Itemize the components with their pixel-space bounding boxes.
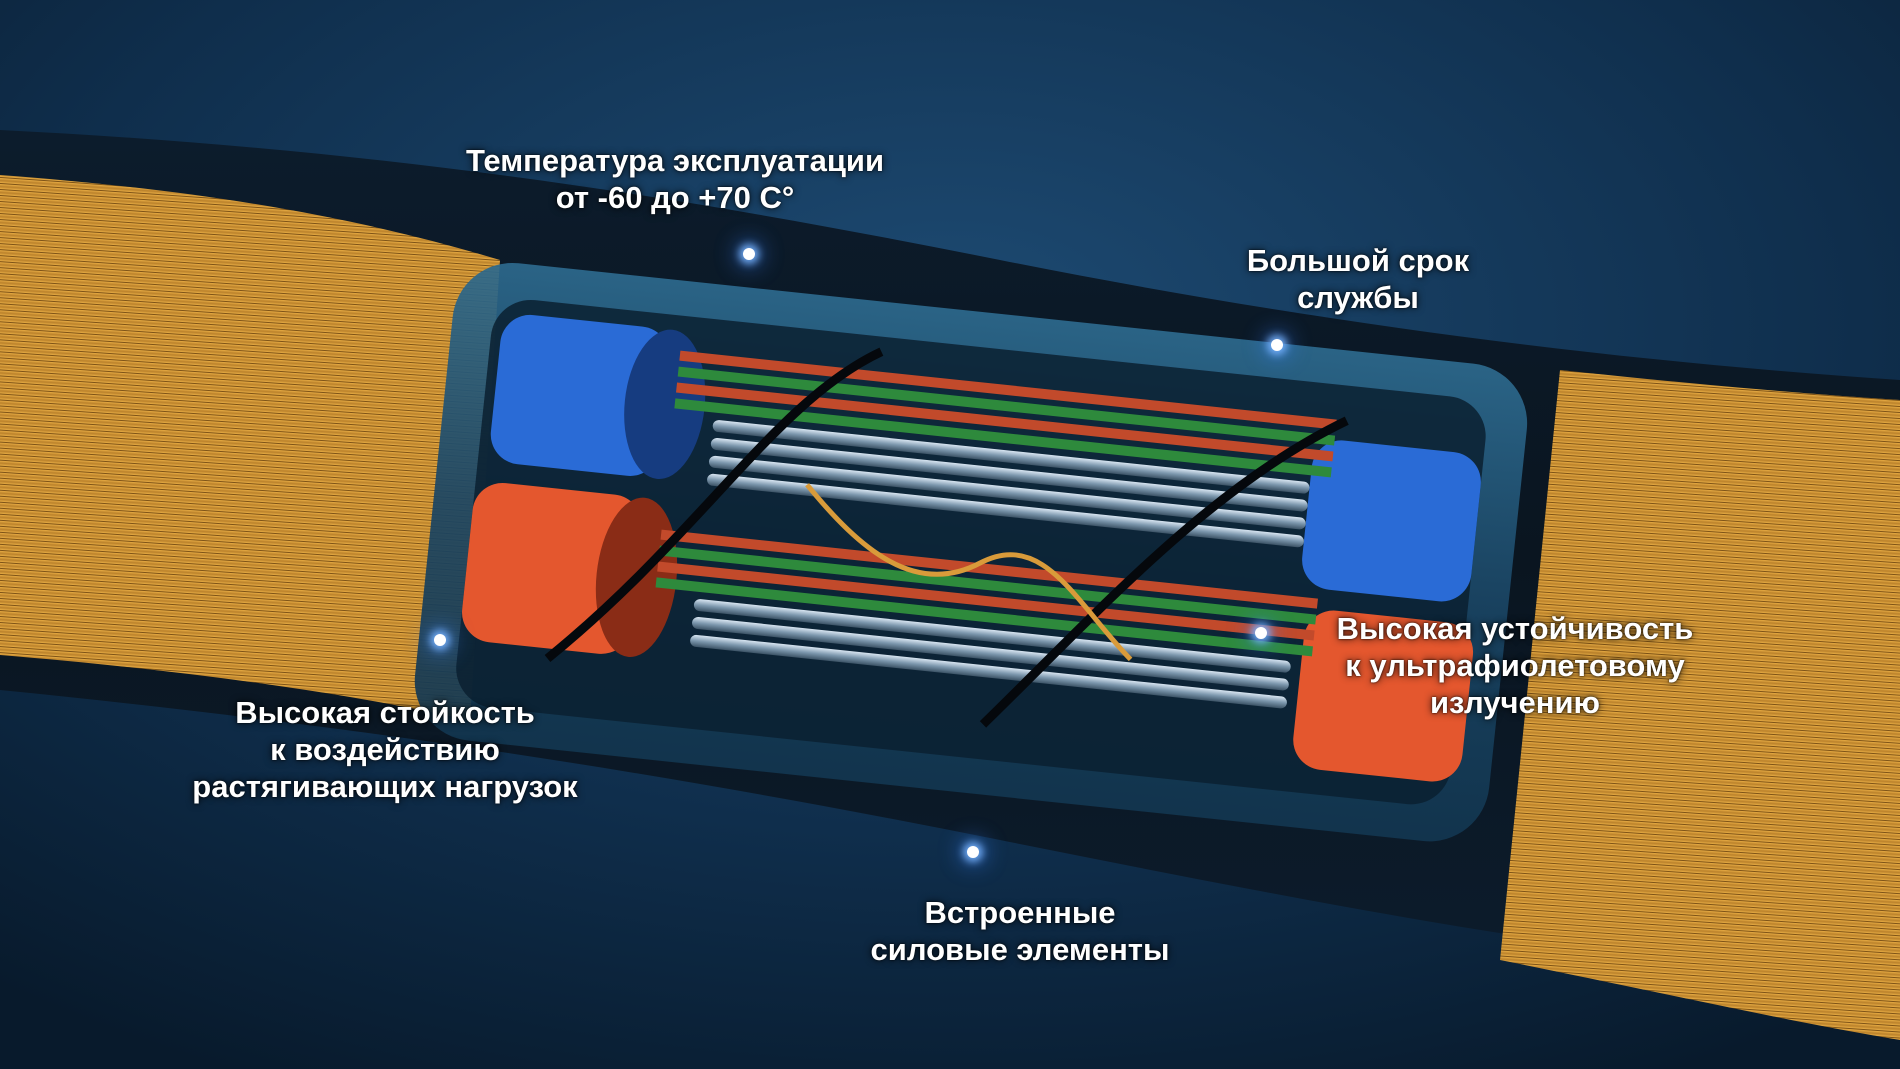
- helical-binder: [544, 347, 1349, 728]
- callout-dot-tensile: [434, 634, 446, 646]
- callout-line: службы: [1297, 280, 1419, 315]
- callout-line: к воздействию: [270, 732, 500, 767]
- callout-service-life: Большой срок службы: [1208, 242, 1508, 316]
- callout-line: излучению: [1429, 685, 1601, 720]
- callout-line: Температура эксплуатации: [465, 143, 884, 178]
- callout-line: Высокая стойкость: [235, 695, 535, 730]
- callout-line: силовые элементы: [870, 932, 1170, 967]
- right-orange-tube: [1293, 610, 1474, 782]
- callout-temperature: Температура эксплуатации от -60 до +70 С…: [440, 142, 910, 216]
- callout-line: Встроенные: [924, 895, 1116, 930]
- callout-dot-uv: [1255, 627, 1267, 639]
- left-blue-tube: [490, 314, 670, 476]
- right-fiber-bundle: [1500, 370, 1900, 1040]
- callout-uv: Высокая устойчивость к ультрафиолетовому…: [1300, 610, 1730, 721]
- callout-line: к ультрафиолетовому: [1345, 648, 1685, 683]
- right-blue-tube: [1302, 440, 1481, 602]
- aramid-yarn: [805, 483, 1133, 662]
- callout-line: растягивающих нагрузок: [192, 769, 578, 804]
- left-fiber-bundle: [0, 175, 500, 720]
- callout-dot-strength: [967, 846, 979, 858]
- callout-line: от -60 до +70 С°: [555, 180, 795, 215]
- callout-strength-elements: Встроенные силовые элементы: [840, 894, 1200, 968]
- strength-rods: [690, 420, 1310, 709]
- callout-dot-temperature: [743, 248, 755, 260]
- callout-line: Высокая устойчивость: [1336, 611, 1694, 646]
- callout-dot-service-life: [1271, 339, 1283, 351]
- callout-tensile: Высокая стойкость к воздействию растягив…: [150, 694, 620, 805]
- callout-line: Большой срок: [1246, 243, 1470, 278]
